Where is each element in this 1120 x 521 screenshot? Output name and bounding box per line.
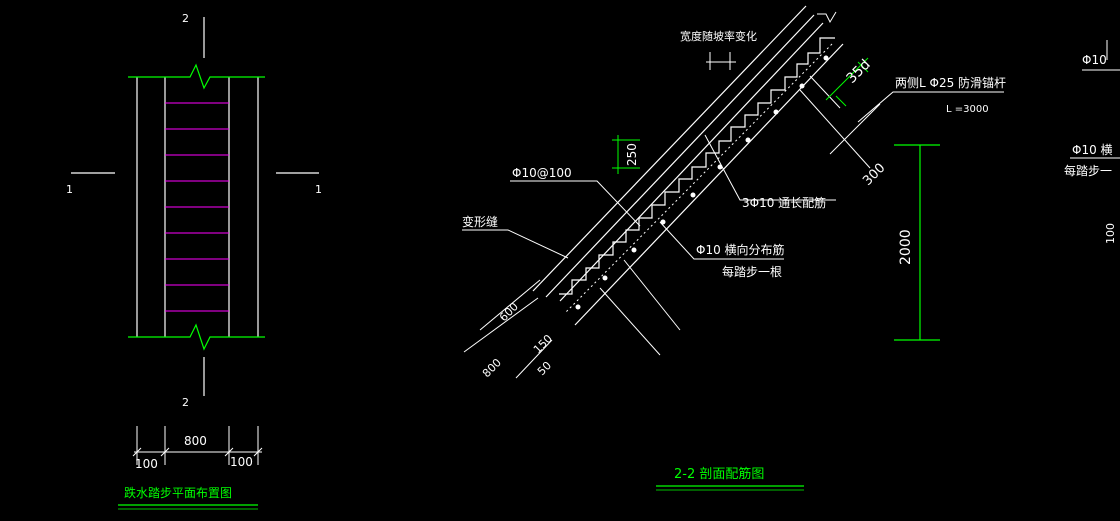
dim-800: 800: [480, 356, 504, 380]
long-rebar-dashed: [565, 43, 833, 313]
rebar-dot: [690, 192, 696, 198]
rebar-dots: [575, 55, 829, 310]
dim-50: 50: [535, 359, 554, 378]
dim-50-line: [515, 339, 553, 379]
dim-300: 300: [860, 161, 888, 189]
rebar-dot: [773, 109, 779, 115]
plan-treads: [165, 102, 229, 312]
note-joint: 变形缝: [462, 214, 498, 229]
slab-bottom-edge: [574, 43, 844, 326]
section-mark-top: 2: [182, 12, 189, 25]
anchor-bar-4: [599, 287, 661, 356]
leader-anchor: [857, 91, 1004, 123]
dim-300-line: [829, 103, 881, 155]
dim-2000: 2000: [898, 229, 914, 265]
section-view: 35d 300 两侧L Φ25 防滑锚杆 L =3000 2000 宽度随坡率变…: [462, 5, 1006, 491]
rebar-dot: [745, 137, 751, 143]
note-width: 宽度随坡率变化: [680, 29, 757, 43]
note-anchor-length: L =3000: [946, 104, 989, 115]
leader-long-bar: [704, 134, 836, 201]
leader-dist-bar: [659, 221, 784, 260]
dim-35d-tick: [857, 61, 869, 73]
section-view-title: 2-2 剖面配筋图: [674, 466, 764, 482]
leader-joint: [462, 229, 569, 259]
plan-dim-total: 800: [184, 434, 207, 448]
section-mark-bottom: 2: [182, 396, 189, 409]
note-dist-bar-2: 每踏步一根: [722, 264, 782, 279]
slab-top-edge-1: [532, 5, 807, 292]
plan-view-title: 跌水踏步平面布置图: [124, 485, 232, 500]
note-anchor: 两侧L Φ25 防滑锚杆: [895, 75, 1006, 90]
dim-tick: [224, 447, 234, 457]
partial-note-2: Φ10 横: [1072, 143, 1113, 157]
plan-view: 2 2 1 1 800 100 100 跌水踏步平面布置图: [66, 12, 322, 510]
partial-view: Φ10 Φ10 横 每踏步一 100: [1064, 40, 1120, 244]
plan-break-line-bottom: [128, 323, 265, 351]
note-dist-bar-1: Φ10 横向分布筋: [696, 242, 785, 257]
plan-break-line-top: [128, 63, 265, 90]
dim-800-line: [463, 297, 539, 353]
slab-break-mark: [817, 11, 837, 24]
anchor-bar-2: [799, 89, 871, 169]
dim-tick: [132, 447, 142, 457]
anchor-bar-3: [623, 259, 681, 331]
leader-stirrup: [510, 180, 641, 227]
plan-dimension-chain: [132, 426, 263, 465]
note-long-bar: 3Φ10 通长配筋: [742, 195, 826, 210]
partial-note-1: Φ10: [1082, 53, 1107, 67]
section-mark-right: 1: [315, 183, 322, 196]
rebar-dot: [602, 275, 608, 281]
dim-600-line: [479, 279, 541, 331]
partial-note-3: 每踏步一: [1064, 163, 1112, 178]
dim-tick: [160, 447, 170, 457]
rebar-dot: [799, 83, 805, 89]
plan-dim-left: 100: [135, 457, 158, 471]
dim-250: 250: [625, 143, 639, 166]
dim-600: 600: [497, 300, 521, 324]
dim-35d: 35d: [844, 57, 874, 87]
step-profile: [559, 37, 835, 295]
anchor-bar-1: [809, 75, 841, 109]
rebar-dot: [575, 304, 581, 310]
slab-top-edge-2: [545, 14, 815, 298]
plan-dim-right: 100: [230, 455, 253, 469]
dim-tick: [253, 447, 263, 457]
rebar-dot: [631, 247, 637, 253]
dim-35d-tick: [835, 95, 847, 107]
dim-150: 150: [531, 332, 555, 356]
rebar-dot: [823, 55, 829, 61]
section-mark-left: 1: [66, 183, 73, 196]
note-stirrup: Φ10@100: [512, 166, 572, 180]
partial-note-4: 100: [1104, 223, 1117, 244]
